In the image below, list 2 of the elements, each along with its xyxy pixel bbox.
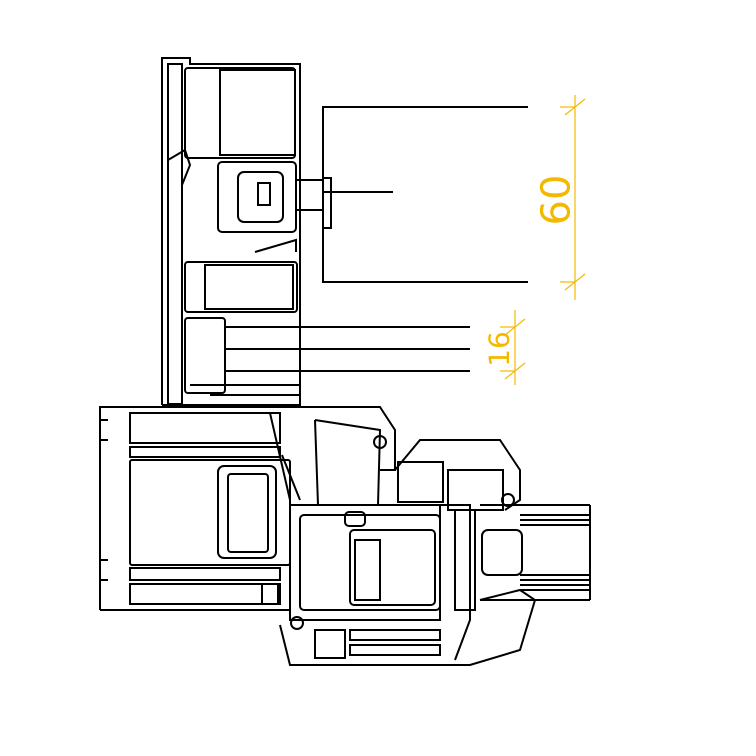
dimension-label: 60 [536,174,576,226]
dimension-label: 16 [486,331,514,367]
